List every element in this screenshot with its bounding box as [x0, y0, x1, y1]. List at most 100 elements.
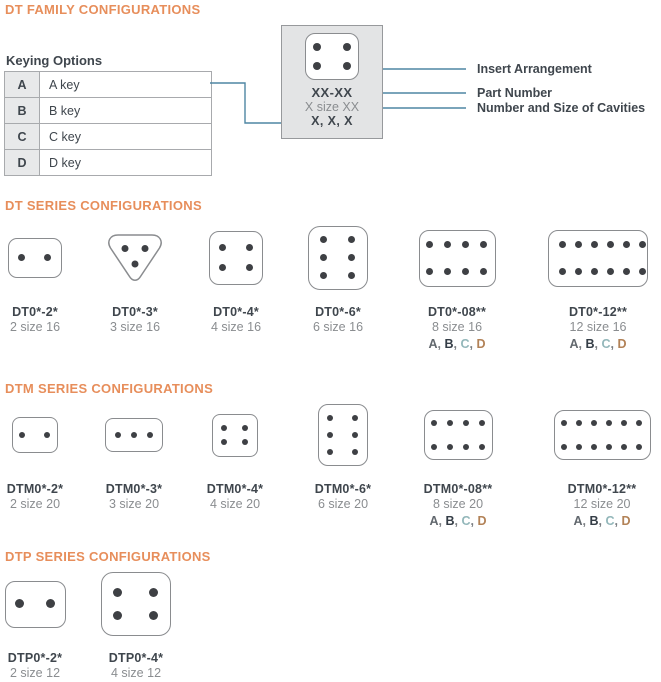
- keying-variants: A, B, C, D: [428, 337, 486, 351]
- config-dtm0-3: DTM0*-3* 3 size 20: [99, 394, 169, 512]
- cavity-dot: [561, 419, 567, 426]
- cavity-dot: [606, 443, 612, 450]
- cavity-dot: [44, 431, 50, 438]
- config-dtm0-6: DTM0*-6* 6 size 20: [308, 394, 378, 512]
- cavity-dot: [242, 438, 248, 445]
- cavity-dot: [606, 419, 612, 426]
- part-number: DTM0*-2*: [6, 482, 64, 496]
- part-number: DTP0*-2*: [7, 651, 63, 665]
- keying-row-b: B B key: [5, 97, 211, 123]
- cavity-size: 8 size 16: [431, 320, 483, 334]
- cavity-dot: [146, 431, 153, 438]
- cavity-dot: [480, 240, 487, 248]
- keying-variants: A, B, C, D: [429, 514, 487, 528]
- cavity-dot: [327, 414, 333, 421]
- keying-variants: A, B, C, D: [569, 337, 627, 351]
- cavity-dot: [352, 431, 358, 438]
- cavity-size: 2 size 12: [9, 666, 61, 680]
- cavity-size: 3 size 16: [109, 320, 161, 334]
- cavity-dot: [221, 424, 227, 431]
- cavity-dot: [575, 240, 582, 248]
- cavity-dot: [113, 610, 122, 620]
- key-letter-b: B: [589, 514, 599, 528]
- cavity-size: 4 size 12: [110, 666, 162, 680]
- cavity-dot: [462, 419, 469, 426]
- cavity-dot: [430, 443, 437, 450]
- key-label: D key: [49, 155, 81, 170]
- cavity-size: 12 size 20: [573, 497, 631, 511]
- cavity-dot: [576, 419, 582, 426]
- keying-placeholder: X, X, X: [311, 114, 353, 128]
- connector-shape: [548, 229, 648, 287]
- cavity-dot: [559, 267, 566, 275]
- keying-row-d: D D key: [5, 149, 211, 175]
- key-letter-c: C: [460, 337, 470, 351]
- config-dt0-3: DT0*-3* 3 size 16: [100, 217, 170, 335]
- connector-shape: [209, 231, 263, 285]
- cavity-dot: [621, 443, 627, 450]
- connector-shape: [553, 410, 651, 460]
- cavity-dot: [639, 240, 646, 248]
- connector-shape: [318, 404, 368, 466]
- cavity-size: 6 size 20: [317, 497, 369, 511]
- cavities-label: Number and Size of Cavities: [477, 101, 646, 115]
- cavity-dot: [576, 443, 582, 450]
- cavity-dot: [45, 599, 55, 608]
- key-letter-a: A: [428, 337, 438, 351]
- cavity-dot: [559, 240, 566, 248]
- cavity-dot: [478, 419, 485, 426]
- config-dtm0-12: DTM0*-12** 12 size 20 A, B, C, D: [552, 394, 652, 529]
- cavity-dot: [561, 443, 567, 450]
- key-letter-c: C: [461, 514, 471, 528]
- cavity-dot: [478, 443, 485, 450]
- part-number: DT0*-12**: [568, 305, 628, 319]
- cavity-dot: [636, 419, 642, 426]
- cavity-dot: [462, 240, 469, 248]
- cavity-dot: [591, 443, 597, 450]
- family-heading: DT FAMILY CONFIGURATIONS: [5, 2, 201, 17]
- part-number-diagram-box: XX-XX X size XX X, X, X: [281, 25, 383, 139]
- cavity-dot: [426, 267, 433, 275]
- cavity-dot: [462, 267, 469, 275]
- part-number: DTM0*-12**: [567, 482, 637, 496]
- key-code: C: [5, 124, 40, 149]
- cavity-dot: [352, 414, 358, 421]
- cavity-dot: [149, 587, 158, 597]
- config-dt0-12: DT0*-12** 12 size 16 A, B, C, D: [548, 217, 648, 352]
- cavity-dot: [342, 42, 351, 51]
- key-code: B: [5, 98, 40, 123]
- key-letter-d: D: [621, 514, 631, 528]
- key-letter-d: D: [476, 337, 486, 351]
- cavity-size: 6 size 16: [312, 320, 364, 334]
- cavity-size: 4 size 16: [210, 320, 262, 334]
- cavity-dot: [444, 267, 451, 275]
- config-dtm0-08: DTM0*-08** 8 size 20 A, B, C, D: [413, 394, 503, 529]
- cavity-dot: [312, 42, 321, 51]
- cavity-dot: [19, 431, 25, 438]
- key-letter-a: A: [429, 514, 439, 528]
- part-number: DT0*-2*: [12, 305, 58, 319]
- key-letter-b: B: [585, 337, 595, 351]
- cavity-dot: [591, 240, 598, 248]
- cavity-dot: [639, 267, 646, 275]
- part-number: DT0*-3*: [112, 305, 158, 319]
- cavity-size: 12 size 16: [569, 320, 627, 334]
- cavity-dot: [444, 240, 451, 248]
- connector-shape: [106, 233, 164, 283]
- config-dt0-2: DT0*-2* 2 size 16: [0, 217, 70, 335]
- key-letter-c: C: [605, 514, 615, 528]
- cavity-size: 2 size 20: [9, 497, 61, 511]
- cavity-dot: [352, 448, 358, 455]
- cavity-dot: [623, 267, 630, 275]
- config-dt0-6: DT0*-6* 6 size 16: [303, 217, 373, 335]
- cavity-dot: [426, 240, 433, 248]
- keying-row-c: C C key: [5, 123, 211, 149]
- key-letter-a: A: [569, 337, 579, 351]
- connector-shape: [418, 229, 496, 287]
- cavity-dot: [14, 599, 24, 608]
- part-number: DTM0*-6*: [314, 482, 372, 496]
- part-number: DTM0*-4*: [206, 482, 264, 496]
- config-dtm0-4: DTM0*-4* 4 size 20: [200, 394, 270, 512]
- cavity-dot: [114, 431, 121, 438]
